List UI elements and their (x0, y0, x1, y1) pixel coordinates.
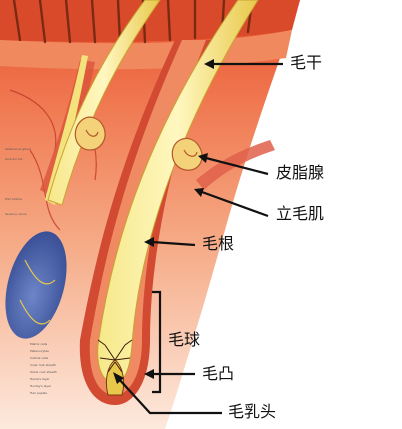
arrow-heads (113, 59, 214, 384)
left-hair-bulb (5, 231, 67, 339)
label-hair-papilla: 毛凸 (202, 364, 235, 383)
label-sebaceous-gland: 皮脂腺 (276, 163, 325, 182)
svg-text:Sensory nerve: Sensory nerve (5, 212, 27, 216)
callout-arrows (117, 62, 283, 415)
svg-text:Outer root sheath: Outer root sheath (30, 370, 57, 374)
label-dermal-papilla: 毛乳头 (228, 402, 277, 421)
sebaceous-gland-upper (74, 116, 106, 151)
svg-text:Melanocytes: Melanocytes (30, 349, 49, 353)
svg-text:Huxley's layer: Huxley's layer (30, 384, 52, 388)
sebaceous-gland-lower (171, 137, 203, 171)
hair-root-arrow (151, 240, 196, 247)
papilla-capillaries (97, 339, 133, 373)
svg-text:Inner root sheath: Inner root sheath (30, 363, 56, 367)
svg-text:Arrector pili: Arrector pili (5, 157, 23, 161)
arrector-pili-arrow (201, 190, 269, 218)
svg-text:Cuticle cells: Cuticle cells (30, 356, 48, 360)
left-hair-root (45, 55, 88, 205)
svg-text:Matrix cells: Matrix cells (30, 342, 48, 346)
sebaceous-gland-arrow (205, 156, 269, 176)
label-hair-bulb: 毛球 (168, 330, 201, 349)
svg-text:Hair papilla: Hair papilla (30, 391, 47, 395)
svg-text:Henle's layer: Henle's layer (30, 377, 50, 381)
svg-text:Hair follicle: Hair follicle (5, 197, 22, 201)
fine-anatomical-text: Sebaceous gland Arrector pili Hair folli… (5, 147, 57, 395)
label-hair-root: 毛根 (202, 234, 235, 253)
svg-text:Sebaceous gland: Sebaceous gland (5, 147, 31, 151)
label-hair-shaft: 毛干 (290, 53, 323, 72)
dermal-papilla-arrow (117, 377, 222, 415)
hair-bulb-bracket (152, 290, 162, 394)
label-arrector-pili: 立毛肌 (276, 204, 325, 223)
